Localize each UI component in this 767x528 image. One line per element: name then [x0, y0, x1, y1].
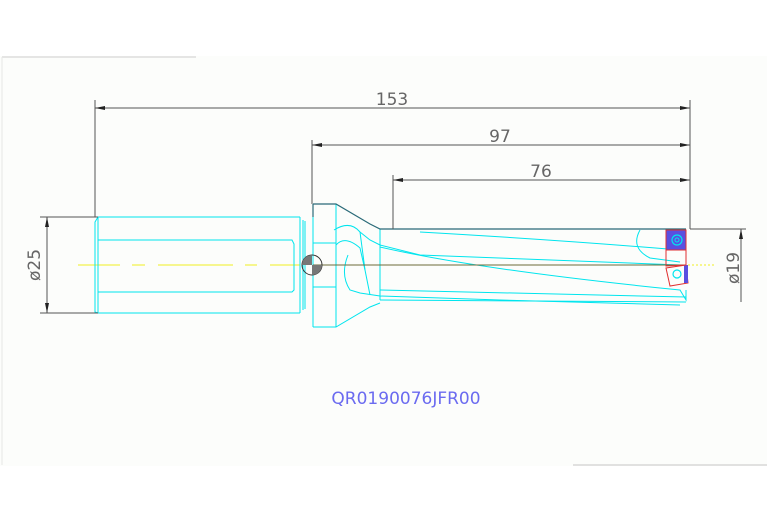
part-number-label: QR0190076JFR00: [331, 389, 480, 409]
dimension-lines: [40, 100, 746, 314]
outer-insert: [665, 229, 687, 251]
dim-shank-diameter: ø25: [25, 249, 45, 281]
dim-body-length: 97: [489, 127, 511, 147]
dimension-arrows: [45, 106, 743, 313]
body-outline: [313, 204, 687, 328]
coolant-hole-icon: [301, 254, 323, 276]
body-top-profile: [312, 203, 686, 230]
drawing-sheet: [0, 56, 767, 466]
inner-insert: [665, 249, 689, 287]
dim-overall-length: 153: [376, 90, 408, 110]
dim-flute-length: 76: [530, 162, 552, 182]
dim-cutting-diameter: ø19: [724, 252, 744, 284]
